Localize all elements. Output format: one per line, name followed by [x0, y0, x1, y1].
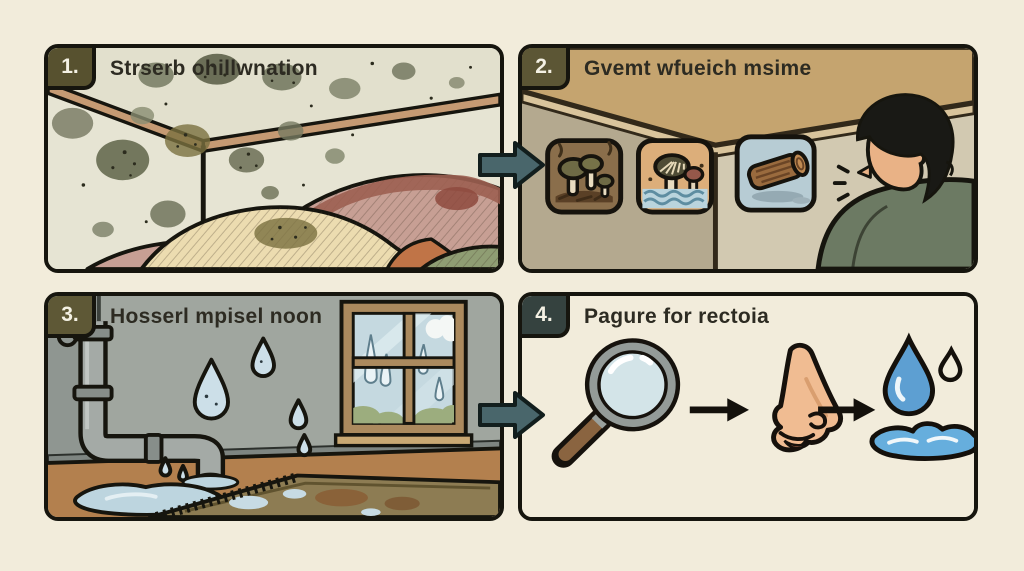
panel-4-title: Pagure for rectoia — [584, 305, 770, 328]
sniff-lines — [832, 164, 850, 202]
panel-1-mold-ceiling: 1. Strserb ohillwnation — [44, 44, 504, 273]
panel-3-title: Hosserl mpisel noon — [110, 305, 323, 328]
magnifier-icon — [551, 338, 681, 468]
step-number: 3. — [61, 303, 79, 326]
water-drop-icon — [869, 332, 974, 461]
mold-ceiling-illustration — [48, 48, 500, 269]
stained-rug — [147, 472, 500, 517]
inspection-sequence-illustration — [522, 296, 974, 517]
mold-causes-illustration — [522, 48, 974, 269]
panel-1-title: Strserb ohillwnation — [110, 57, 318, 80]
wood-log-icon — [734, 134, 817, 213]
mushrooms-on-soil-icon — [545, 138, 624, 215]
panel-3-moisture-room: 3. Hosserl mpisel noon — [44, 292, 504, 521]
panel-2-mold-causes: 2. Gvemt wfueich msime — [518, 44, 978, 273]
step-number: 1. — [61, 55, 79, 78]
step-number-badge: 2. — [522, 48, 570, 90]
sequence-arrow-icon — [818, 398, 876, 422]
sequence-arrow-icon — [689, 398, 749, 422]
leaking-pipe — [56, 321, 227, 487]
mushroom-in-water-icon — [635, 138, 714, 215]
condensation-window — [333, 299, 474, 448]
right-arrow-icon — [478, 141, 545, 189]
step-number-badge: 4. — [522, 296, 570, 338]
step-number-badge: 1. — [48, 48, 96, 90]
mold-blobs — [51, 53, 472, 238]
sniffing-person — [815, 93, 974, 269]
step-number: 4. — [535, 303, 553, 326]
right-arrow-icon — [478, 391, 545, 439]
panel-2-title: Gvemt wfueich msime — [584, 57, 812, 80]
moldy-bedding — [85, 173, 500, 269]
moisture-room-illustration — [48, 296, 500, 517]
panel-4-inspection-steps: 4. Pagure for rectoia — [518, 292, 978, 521]
step-number: 2. — [535, 55, 553, 78]
step-number-badge: 3. — [48, 296, 96, 338]
nose-icon — [771, 342, 843, 453]
